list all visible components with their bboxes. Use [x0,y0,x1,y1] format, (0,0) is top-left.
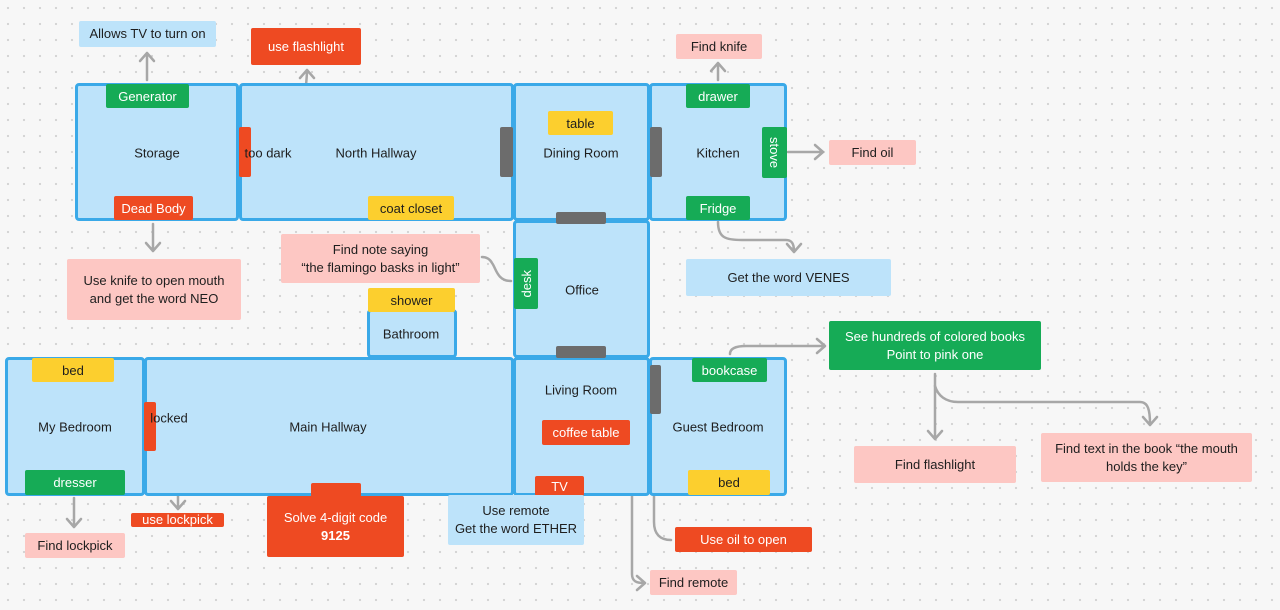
allows-tv-note: Allows TV to turn on [79,21,216,47]
coat-closet-tag: coat closet [368,196,454,220]
code-tab [311,483,361,497]
use-flashlight-note: use flashlight [251,28,361,65]
fridge-tag: Fridge [686,196,750,220]
find-note-line-2: “the flamingo basks in light” [301,259,460,275]
office-label: Office [565,282,599,298]
use-remote-line-2: Get the word ETHER [454,521,578,536]
dresser-tag: dresser [25,470,125,495]
solve-code-value: 9125 [321,527,350,543]
arrow-generator-to-tv [138,51,156,82]
find-lockpick-note: Find lockpick [25,533,125,558]
desk-tag: desk [514,258,538,309]
guest-bedroom-label: Guest Bedroom [672,419,764,435]
knife-mouth-line-1: Use knife to open mouth [83,272,225,288]
arrow-drawer-to-knife [709,61,727,82]
arrow-body-to-knife [144,222,162,253]
tv-tag: TV [535,476,584,496]
arrow-books-to-flashlight [926,372,944,441]
locked-label: locked [150,410,188,426]
table-tag: table [548,111,613,135]
dining-room-label: Dining Room [543,145,619,161]
find-note-note: Find note saying “the flamingo basks in … [281,234,480,283]
too-dark-label: too dark [244,145,292,161]
knife-mouth-line-2: and get the word NEO [89,290,219,306]
solve-code-note: Solve 4-digit code 9125 [267,496,404,557]
too-dark-marker [239,127,251,177]
kitchen-label: Kitchen [696,145,740,161]
dining-room [513,83,650,221]
find-oil-note: Find oil [829,140,916,165]
solve-code-line-1: Solve 4-digit code [283,509,388,525]
door-dining-kitchen [650,127,662,177]
use-remote-note: Use remote Get the word ETHER [448,495,584,545]
stove-label: stove [767,136,782,169]
colored-books-note: See hundreds of colored books Point to p… [829,321,1041,370]
colored-books-line-2: Point to pink one [886,346,984,362]
arrow-dresser-to-lockpick [65,496,83,529]
book-text-note: Find text in the book “the mouth holds t… [1041,433,1252,482]
stove-tag: stove [762,127,787,178]
storage-label: Storage [134,145,180,161]
bookcase-tag: bookcase [692,358,767,382]
door-north-hallway-dining [500,127,513,177]
main-hallway-label: Main Hallway [289,419,367,435]
find-note-line-1: Find note saying [332,241,429,257]
bed-tag-guest-bedroom: bed [688,470,770,495]
arrow-books-to-book-text [933,384,1159,427]
use-lockpick-note: use lockpick [131,512,224,527]
arrow-stove-to-oil [786,143,825,161]
find-remote-note: Find remote [650,570,737,595]
my-bedroom-label: My Bedroom [38,419,112,435]
coffee-table-tag: coffee table [542,420,630,445]
book-text-line-2: holds the key” [1106,458,1187,474]
drawer-tag: drawer [686,84,750,108]
use-remote-line-1: Use remote [482,503,550,518]
door-office-living [556,346,606,358]
knife-mouth-note: Use knife to open mouth and get the word… [67,259,241,320]
arrow-fridge-to-venes [716,220,803,254]
living-room-label: Living Room [544,382,618,398]
book-text-line-1: Find text in the book “the mouth [1055,440,1238,456]
arrow-desk-to-note [480,255,513,283]
locked-marker [144,402,156,451]
bed-tag-my-bedroom: bed [32,358,114,382]
desk-label: desk [518,269,534,298]
find-knife-note: Find knife [676,34,762,59]
get-venes-note: Get the word VENES [686,259,891,296]
dead-body-tag: Dead Body [114,196,193,220]
find-flashlight-note: Find flashlight [854,446,1016,483]
use-oil-note: Use oil to open [675,527,812,552]
generator-tag: Generator [106,84,189,108]
colored-books-line-1: See hundreds of colored books [845,328,1025,344]
north-hallway-label: North Hallway [335,145,417,161]
arrow-bookcase-to-books [728,337,827,356]
door-dining-office [556,212,606,224]
bathroom-label: Bathroom [382,326,440,342]
shower-tag: shower [368,288,455,312]
door-living-guest [650,365,661,414]
